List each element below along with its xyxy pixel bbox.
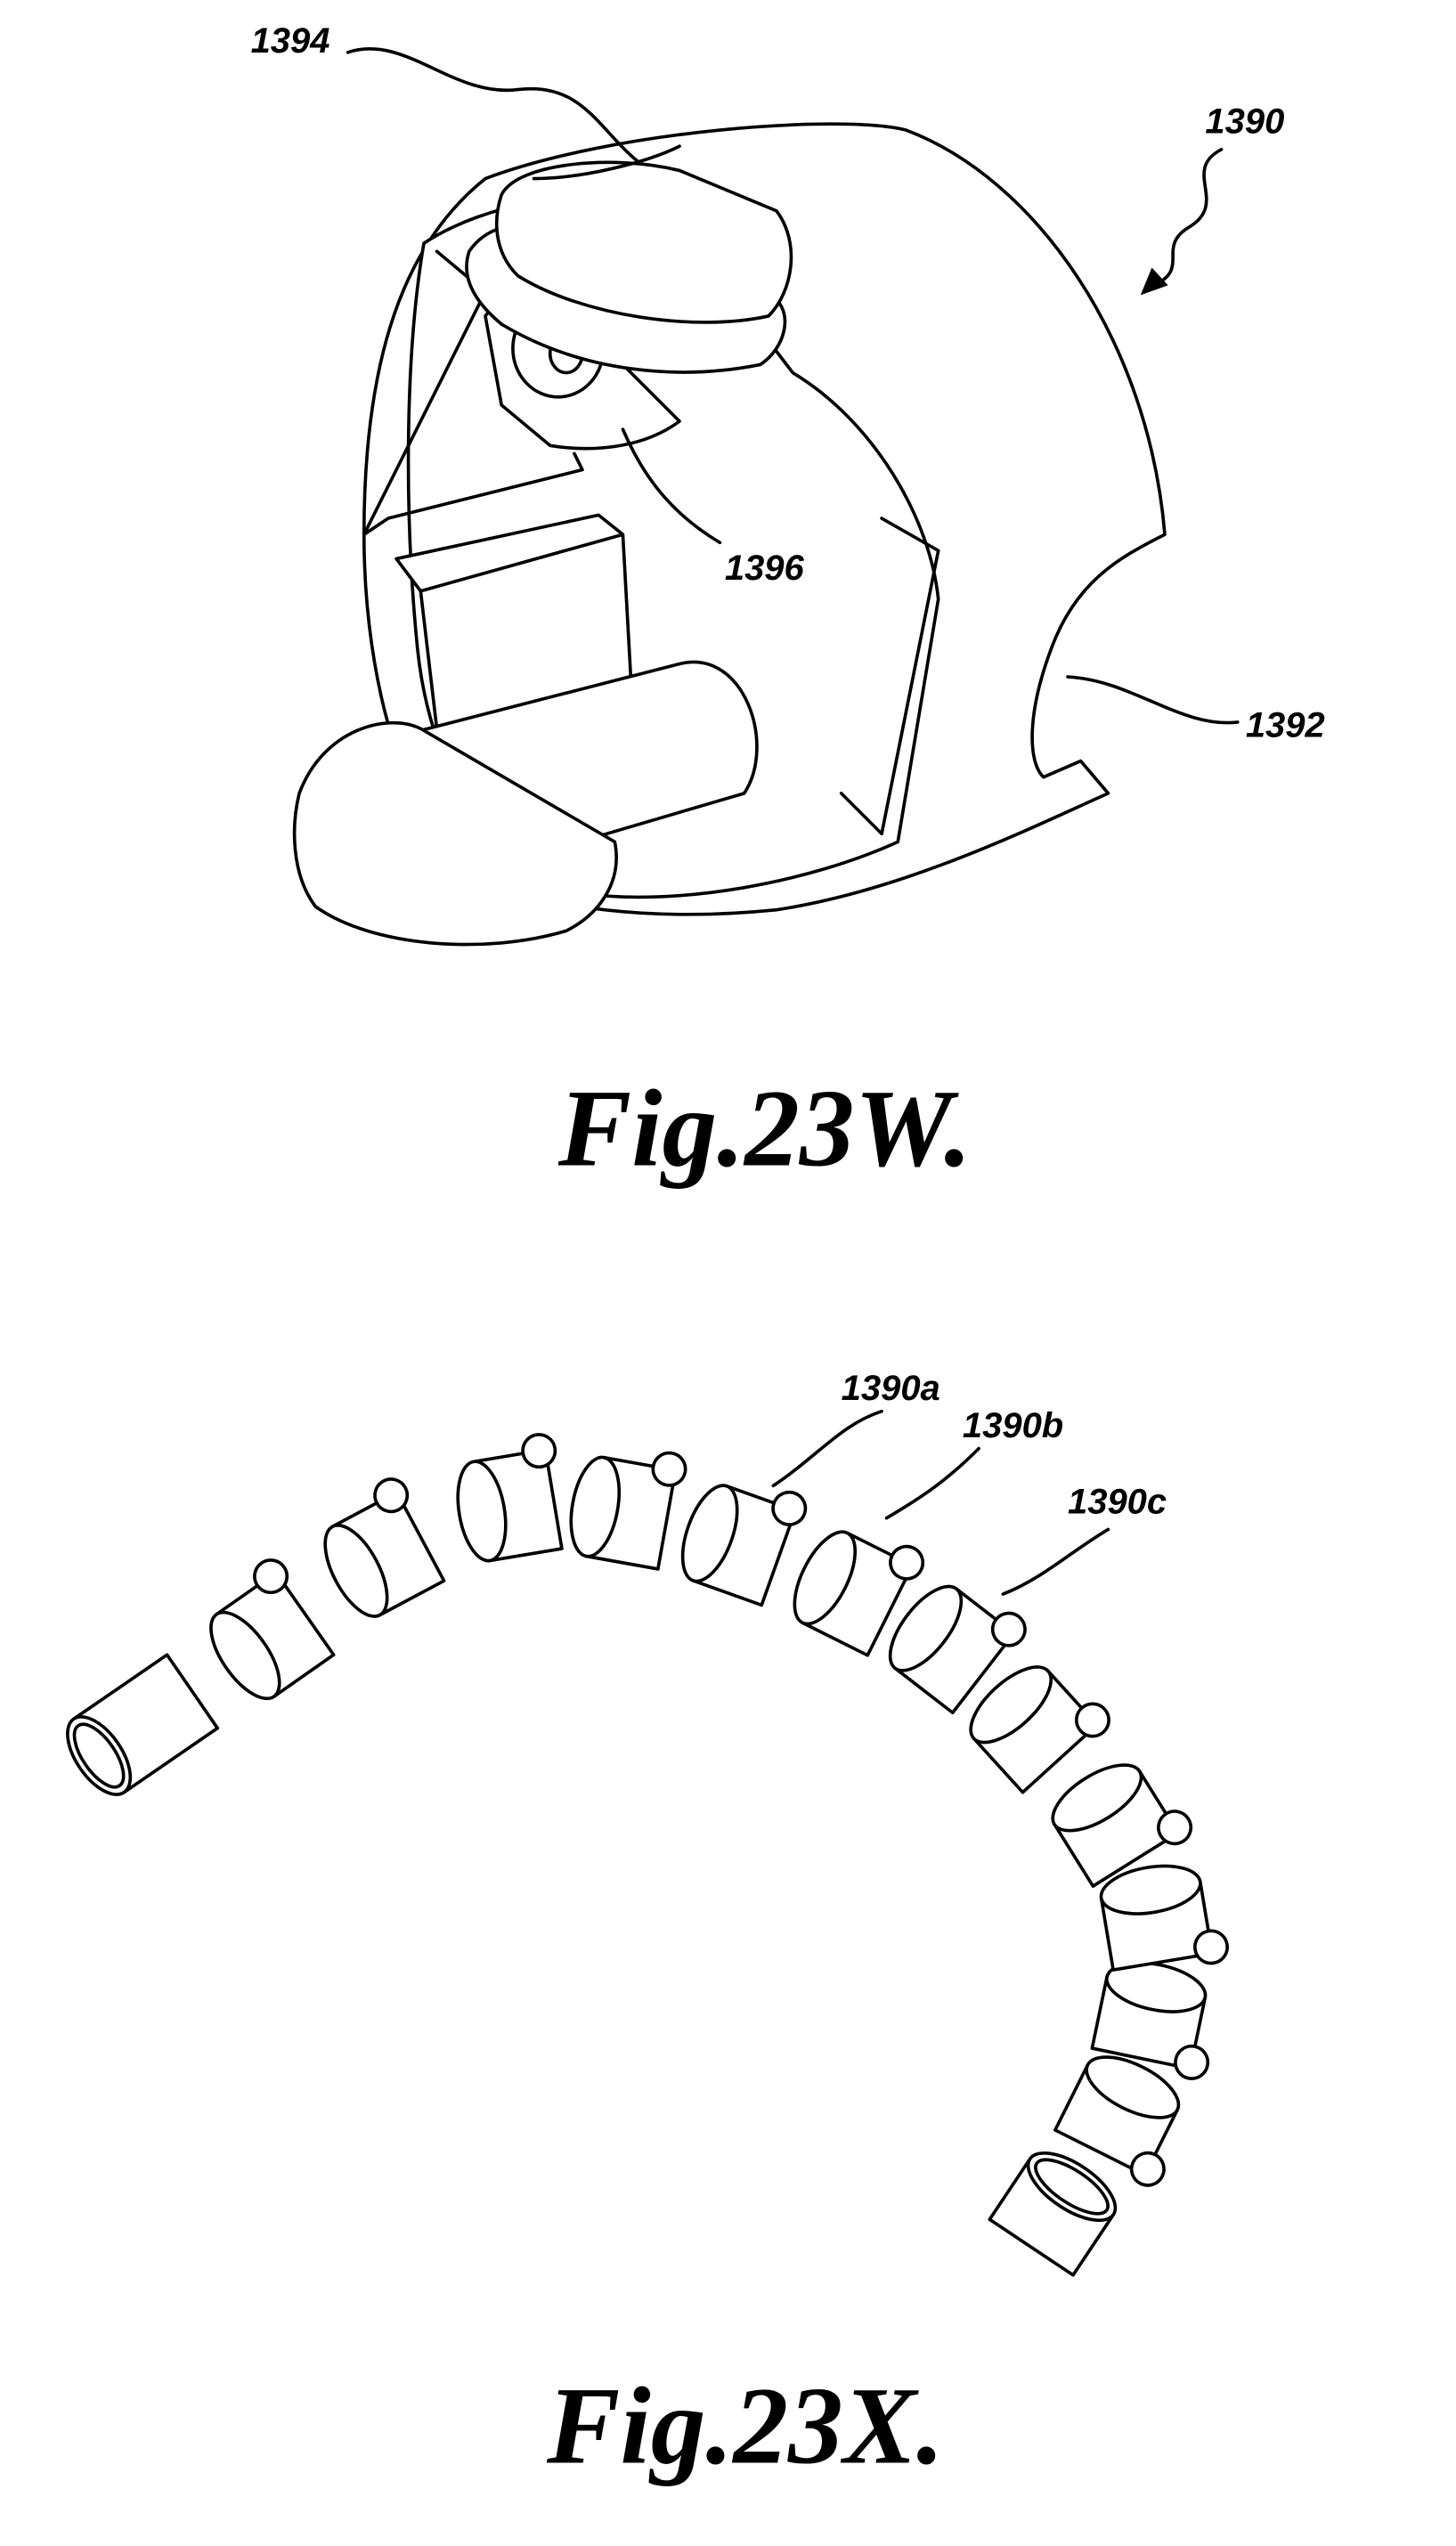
label-1396: 1396 bbox=[725, 549, 805, 588]
hinge-lobe bbox=[521, 1433, 557, 1469]
link-segment bbox=[1099, 1864, 1229, 1972]
leader-1392 bbox=[1066, 675, 1240, 725]
upper-cap-top bbox=[494, 160, 793, 324]
caption-fig-23w: Fig.23W. bbox=[557, 1068, 972, 1190]
lower-cap bbox=[292, 720, 618, 947]
arrowhead-icon bbox=[1140, 267, 1168, 296]
hinge-lobe bbox=[889, 1544, 925, 1581]
end-tube-segment bbox=[988, 2151, 1118, 2277]
tube-opening bbox=[1034, 2158, 1110, 2216]
link-segment bbox=[888, 1584, 1027, 1715]
hinge-lobe bbox=[1174, 2044, 1210, 2080]
leader-1390c bbox=[1001, 1527, 1110, 1596]
link-segment bbox=[569, 1451, 687, 1571]
figure-23w-drawing: 1394 1390 1396 1392 bbox=[251, 21, 1325, 947]
tube-opening bbox=[72, 1722, 126, 1789]
label-1390b: 1390b bbox=[963, 1406, 1063, 1445]
leader-1390b bbox=[884, 1446, 980, 1520]
link-segment bbox=[1090, 1961, 1210, 2080]
hinge-lobe bbox=[651, 1451, 687, 1487]
hinge-lobe bbox=[1157, 1810, 1193, 1846]
link-segment bbox=[969, 1665, 1110, 1794]
hinge-lobe bbox=[253, 1558, 289, 1595]
link-segment bbox=[209, 1558, 336, 1701]
leader-1390a bbox=[771, 1410, 883, 1488]
caption-fig-23x: Fig.23X. bbox=[546, 2365, 944, 2487]
leader-1394 bbox=[346, 46, 641, 165]
label-1392: 1392 bbox=[1246, 705, 1325, 744]
hinge-lobe bbox=[771, 1490, 808, 1526]
leader-1396 bbox=[621, 427, 722, 545]
link-segment bbox=[1053, 2055, 1181, 2187]
link-segment bbox=[323, 1477, 446, 1618]
link-segment bbox=[456, 1433, 564, 1563]
label-1390a: 1390a bbox=[842, 1369, 940, 1408]
leader-1390 bbox=[1155, 148, 1224, 286]
label-1394: 1394 bbox=[251, 21, 330, 61]
hinge-lobe bbox=[990, 1611, 1027, 1647]
hinge-lobe bbox=[1129, 2151, 1166, 2187]
link-segment bbox=[680, 1484, 808, 1607]
hinge-lobe bbox=[1193, 1929, 1229, 1965]
cap-edge bbox=[532, 144, 681, 181]
hinge-lobe bbox=[373, 1477, 410, 1514]
hinge-lobe bbox=[1074, 1702, 1110, 1738]
end-tube-segment bbox=[66, 1653, 220, 1796]
label-1390c: 1390c bbox=[1068, 1482, 1167, 1521]
link-segment bbox=[1051, 1763, 1193, 1888]
link-segment bbox=[793, 1530, 925, 1657]
figure-23x-drawing bbox=[66, 1433, 1229, 2277]
label-1390: 1390 bbox=[1205, 102, 1284, 142]
